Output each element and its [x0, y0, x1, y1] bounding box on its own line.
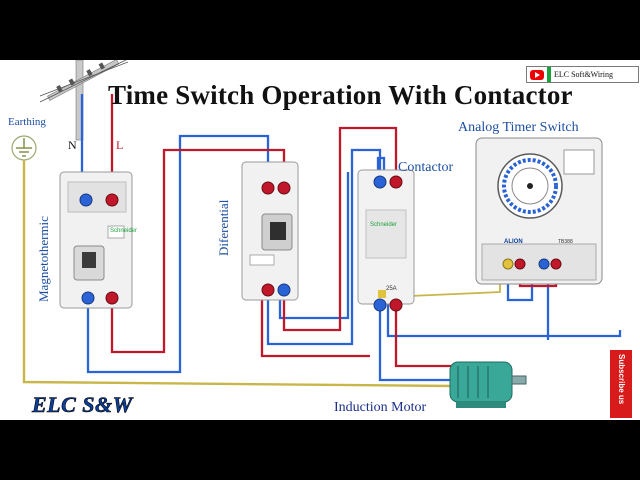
subscribe-text: Subscribe us	[617, 354, 626, 405]
earthing-label: Earthing	[8, 116, 46, 128]
magnetothermic-label: Magnetothermic	[36, 216, 51, 302]
motor-label: Induction Motor	[334, 400, 427, 415]
contactor-label: Contactor	[398, 160, 454, 175]
magnetothermic-breaker: Schneider	[59, 171, 137, 309]
diferential-label: Diferential	[216, 199, 231, 256]
page-title: Time Switch Operation With Contactor	[108, 80, 573, 110]
utility-pole-icon	[39, 60, 129, 141]
contactor-brand-text: Schneider	[370, 222, 397, 228]
neutral-label: N	[68, 138, 77, 152]
analog-timer-device: ALION TB388	[475, 137, 603, 285]
neutral-wires	[80, 94, 622, 382]
channel-color-bar	[547, 67, 551, 82]
contactor-rating-text: 25A	[386, 286, 397, 292]
subscribe-banner[interactable]: Subscribe us	[610, 350, 632, 418]
timer-model-text: TB388	[558, 239, 573, 245]
differential-breaker	[241, 161, 299, 301]
timer-label: Analog Timer Switch	[458, 120, 579, 135]
diagram-canvas: Schneider Sch	[0, 60, 640, 420]
wiring-diagram: Schneider Sch	[11, 60, 622, 408]
breaker-brand-text: Schneider	[110, 228, 137, 234]
channel-name: ELC Soft&Wiring	[554, 70, 614, 79]
contactor-device: Schneider 25A	[357, 169, 415, 312]
induction-motor-icon	[449, 361, 527, 408]
earth-wire	[22, 160, 453, 388]
earth-ground-icon	[11, 135, 37, 161]
channel-badge[interactable]: ELC Soft&Wiring	[526, 66, 639, 83]
youtube-play-icon[interactable]	[530, 69, 544, 80]
brand-logo-text: ELC S&W	[32, 392, 133, 418]
timer-brand-text: ALION	[504, 239, 523, 245]
line-label: L	[116, 138, 124, 152]
